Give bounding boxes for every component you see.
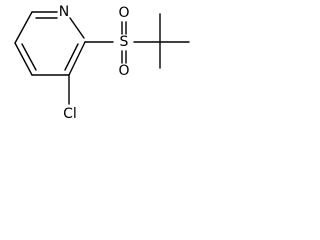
atom-label-chlorine: Cl bbox=[63, 106, 77, 122]
atom-label-sulfur: S bbox=[120, 34, 129, 50]
bond-c2-c3 bbox=[68, 41, 86, 76]
bond-c4-c5-inner bbox=[21, 43, 37, 71]
atom-label-oxygen-top: O bbox=[118, 5, 129, 21]
bond-c5-c6 bbox=[14, 11, 33, 44]
bond-c2-c3-inner bbox=[64, 43, 79, 71]
atom-label-nitrogen: N bbox=[59, 4, 69, 20]
atom-label-oxygen-bottom: O bbox=[118, 63, 129, 79]
bond-n-c2 bbox=[69, 17, 85, 39]
bond-c4-c5 bbox=[14, 42, 33, 76]
chemical-structure-diagram: N S O O Cl bbox=[14, 4, 190, 122]
